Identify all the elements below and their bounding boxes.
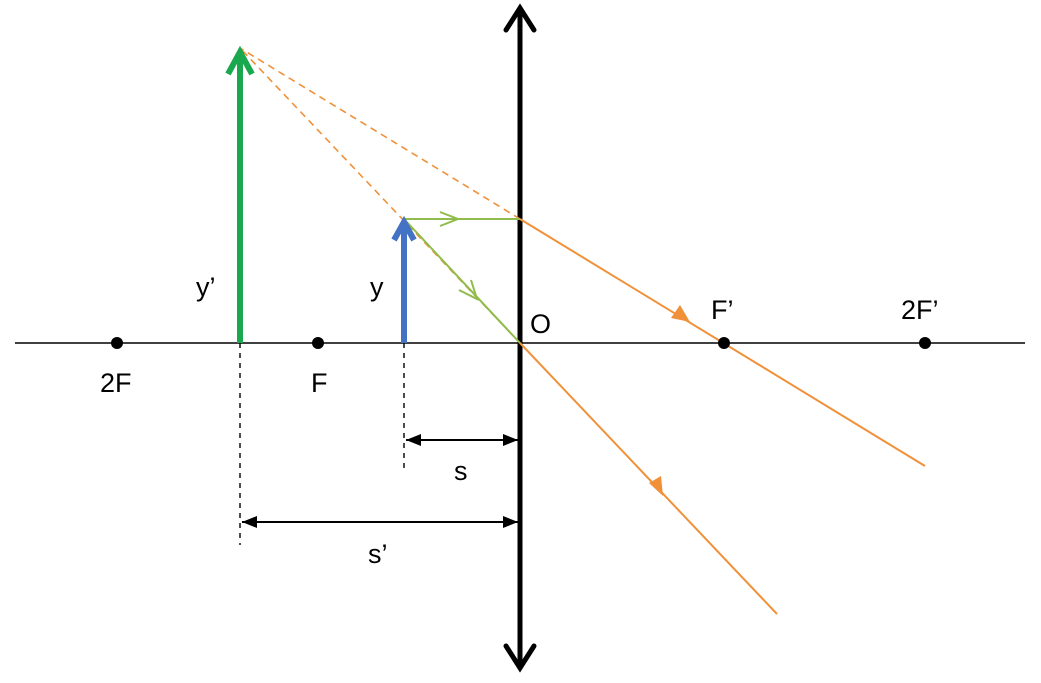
label-f-prime: F’ — [711, 295, 734, 325]
refracted-ray-arrowhead — [671, 305, 690, 322]
center-incident-ray — [403, 218, 521, 344]
label-object-height: y — [370, 272, 384, 302]
point-f-prime-dot — [718, 337, 730, 349]
incident-rays — [403, 211, 521, 344]
label-2f: 2F — [100, 368, 132, 398]
label-image-distance: s’ — [368, 539, 388, 569]
lens-icon — [503, 3, 537, 673]
object-arrow — [391, 215, 417, 343]
center-ray-arrowhead — [458, 279, 479, 301]
object-distance-arrow — [406, 434, 518, 446]
label-f: F — [311, 368, 328, 398]
image-distance-arrow — [242, 516, 518, 528]
virtual-ray-extensions — [239, 47, 521, 344]
point-f-dot — [312, 337, 324, 349]
refracted-rays — [519, 218, 926, 615]
point-2f-prime-dot — [919, 337, 931, 349]
label-optical-center: O — [530, 309, 551, 339]
point-2f-dot — [111, 337, 123, 349]
image-arrow — [225, 45, 255, 343]
label-object-distance: s — [454, 456, 468, 486]
center-refracted-ray-arrowhead — [649, 476, 663, 496]
parallel-ray-arrowhead — [439, 211, 461, 227]
refracted-ray-through-center — [519, 342, 778, 615]
label-2f-prime: 2F’ — [901, 295, 939, 325]
label-image-height: y’ — [196, 272, 216, 302]
